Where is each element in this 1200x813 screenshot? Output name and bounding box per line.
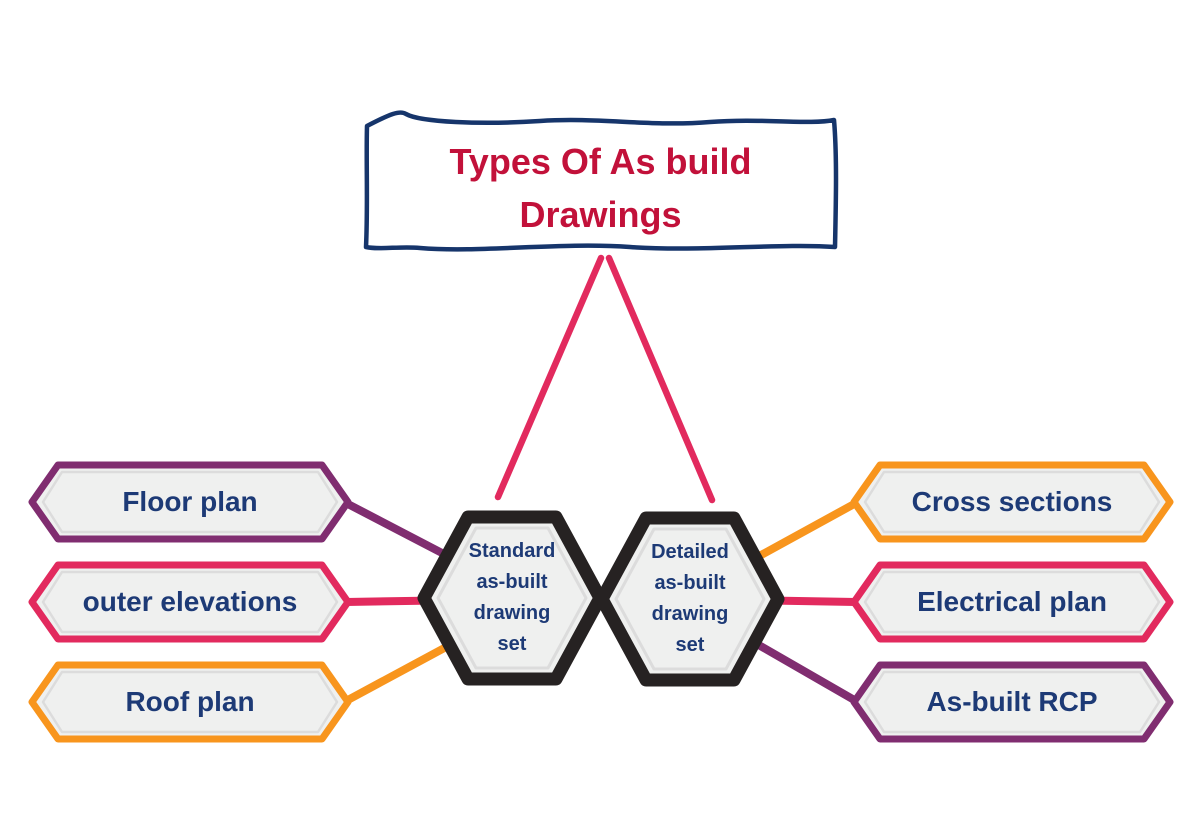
node-roof-plan-bevel	[41, 670, 339, 734]
hexagon-standard-shape	[417, 510, 607, 686]
node-cross-sections-shape	[850, 461, 1174, 543]
node-electrical-plan-shape	[850, 561, 1174, 643]
connector-lines	[342, 254, 860, 705]
node-as-built-rcp-shape	[850, 661, 1174, 743]
hexagon-nodes	[417, 510, 785, 687]
hexagon-detailed-bevel	[614, 527, 766, 671]
node-as-built-rcp-bevel	[863, 670, 1161, 734]
left-item-nodes	[28, 461, 352, 743]
connector-title-to-detailed	[605, 254, 716, 504]
node-floor-plan-shape	[28, 461, 352, 543]
node-electrical-plan-bevel	[863, 570, 1161, 634]
node-cross-sections-bevel	[863, 470, 1161, 534]
hexagon-detailed-shape	[595, 511, 785, 687]
connector-title-to-standard	[494, 254, 605, 501]
node-outer-elevations-bevel	[41, 570, 339, 634]
hexagon-standard-bevel	[436, 526, 588, 670]
node-outer-elevations-shape	[28, 561, 352, 643]
node-roof-plan-shape	[28, 661, 352, 743]
title-box-border	[363, 110, 839, 252]
node-floor-plan-bevel	[41, 470, 339, 534]
right-item-nodes	[850, 461, 1174, 743]
